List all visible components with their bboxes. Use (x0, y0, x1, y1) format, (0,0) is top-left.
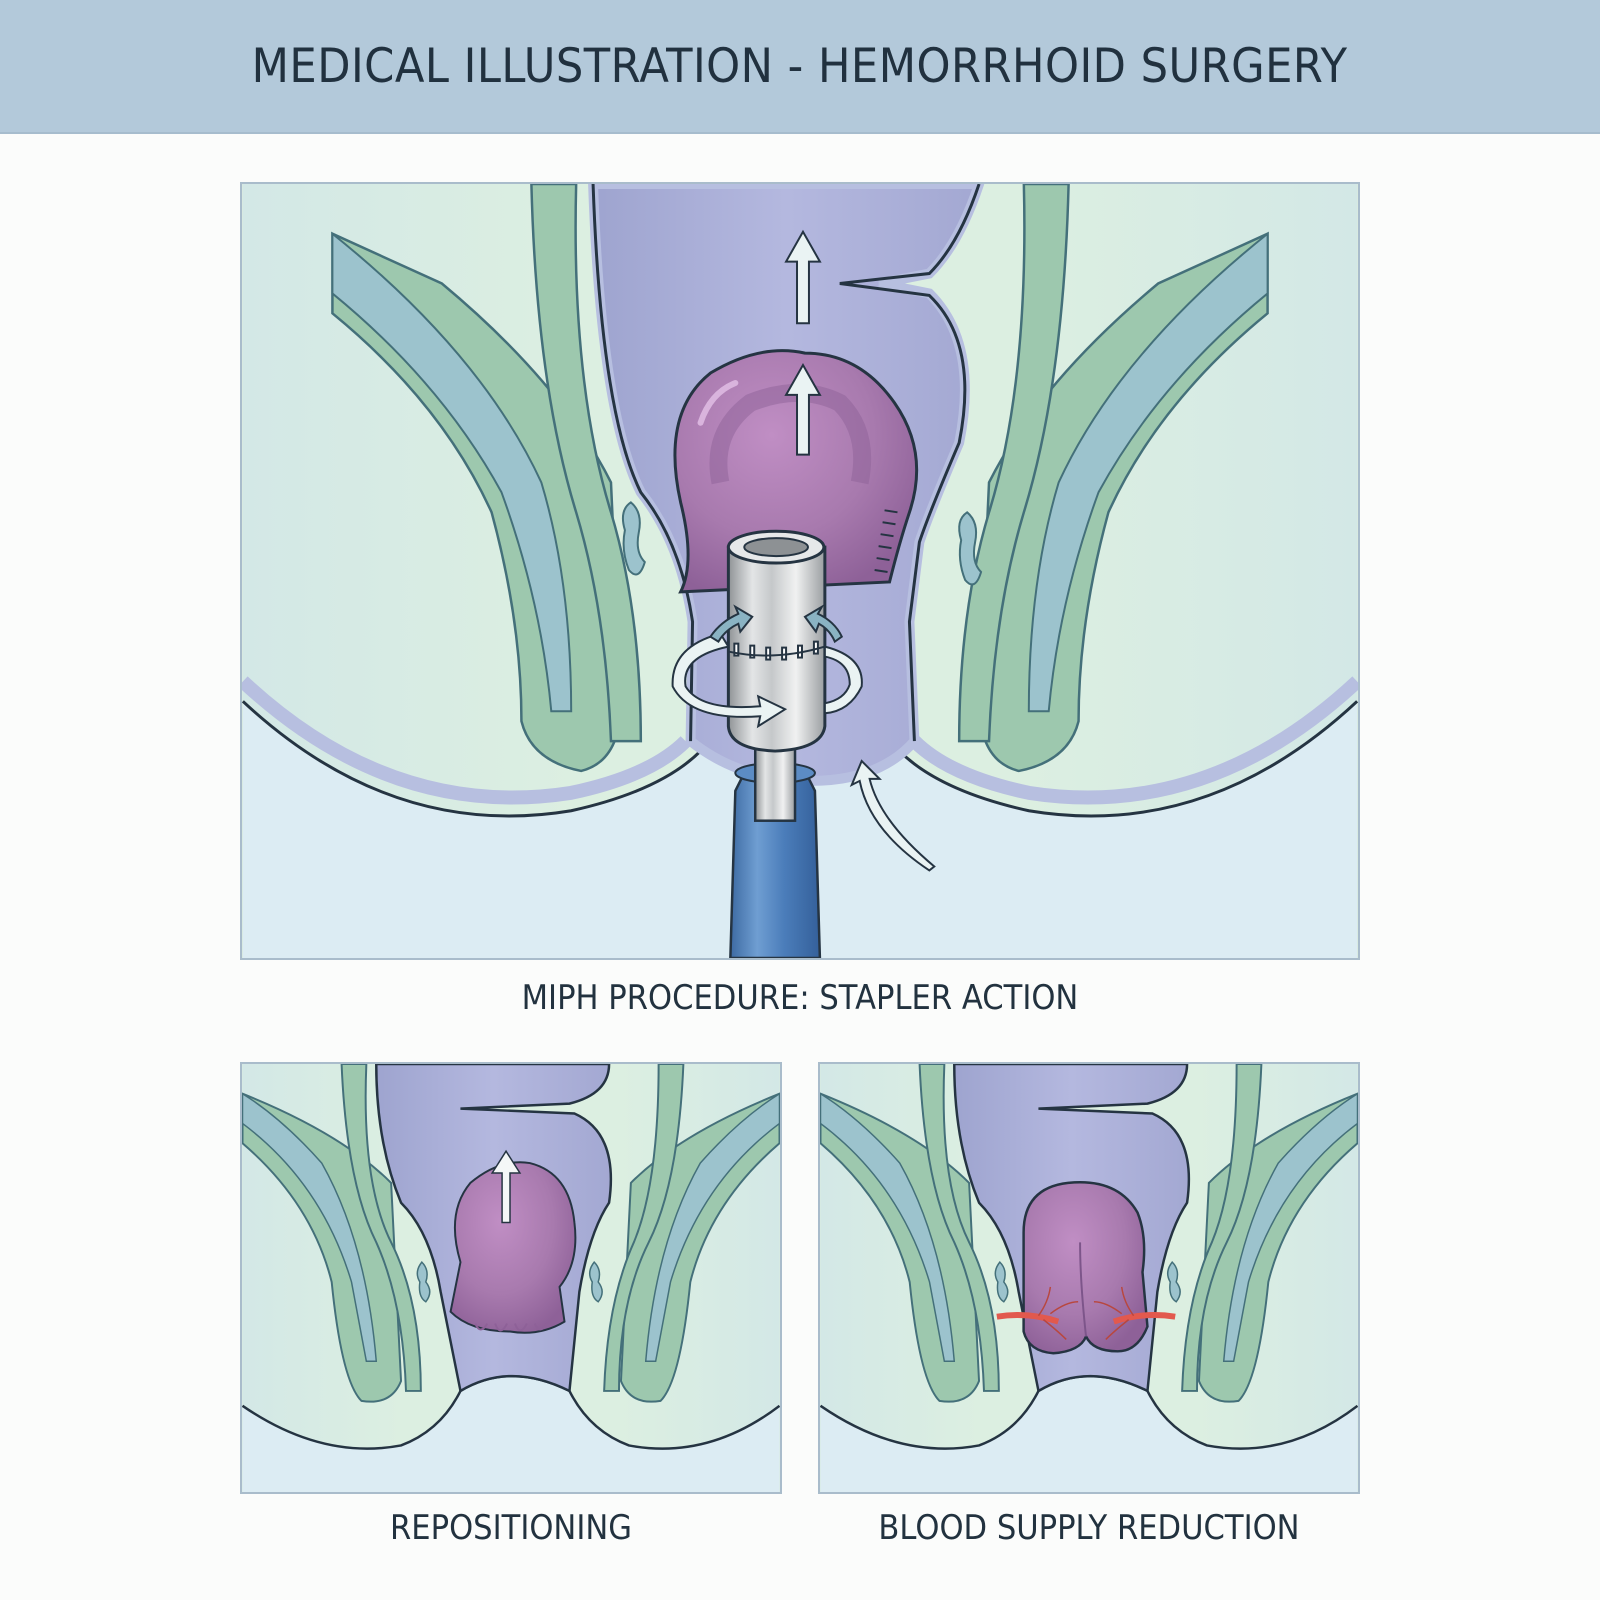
anal-gland-right (958, 511, 983, 586)
arrow-up-icon (784, 363, 822, 456)
ligament-left (331, 231, 573, 713)
panel-repositioning (240, 1062, 782, 1494)
internal-sphincter-right (1181, 1064, 1263, 1392)
anal-gland-left (994, 1261, 1009, 1303)
hemorrhoid-highlight (697, 379, 739, 426)
hemorrhoid-tissue (449, 1161, 577, 1334)
caption-blood-supply-reduction: BLOOD SUPPLY REDUCTION (878, 1508, 1300, 1548)
panel-stapler-action (240, 182, 1360, 960)
blood-vessel-right (1093, 1286, 1176, 1340)
stapler-action-illustration (242, 184, 1358, 958)
ligament-left (242, 1092, 378, 1362)
anal-gland-right (588, 1261, 603, 1303)
tissue-folds (474, 1323, 548, 1332)
internal-sphincter-left (918, 1064, 1000, 1392)
arrow-up-icon (784, 229, 822, 325)
ligament-right (1027, 231, 1269, 713)
arrow-up-icon (490, 1149, 522, 1224)
stapler-device (726, 529, 827, 958)
stapler-head (726, 545, 827, 753)
lumen-wall-left (591, 184, 695, 742)
panel-blood-supply-reduction (818, 1062, 1360, 1494)
skin-surface (242, 1376, 780, 1492)
lumen-wall-right (839, 184, 981, 742)
curved-arrow-icon (849, 759, 936, 872)
internal-sphincter-left (340, 1064, 422, 1392)
anal-gland-left (416, 1261, 431, 1303)
repositioning-illustration (242, 1064, 780, 1492)
internal-sphincter-right (603, 1064, 685, 1392)
anal-gland-left (621, 501, 646, 576)
page-title: MEDICAL ILLUSTRATION - HEMORRHOID SURGER… (252, 38, 1348, 94)
ligament-right (1222, 1092, 1358, 1362)
caption-repositioning: REPOSITIONING (390, 1508, 632, 1548)
hemorrhoid-cleft (1079, 1242, 1088, 1337)
skin-layer-right (909, 676, 1358, 805)
blood-supply-illustration (820, 1064, 1358, 1492)
header-banner: MEDICAL ILLUSTRATION - HEMORRHOID SURGER… (0, 0, 1600, 134)
skin-outline-left (242, 700, 702, 818)
rotation-arrow-icon (671, 604, 863, 729)
stapler-shaft (753, 739, 797, 822)
skin-layer-left (242, 676, 691, 805)
caption-stapler-action: MIPH PROCEDURE: STAPLER ACTION (521, 978, 1079, 1018)
staple-line-icon (874, 509, 898, 573)
skin-surface (820, 1376, 1358, 1492)
internal-sphincter-right (957, 184, 1070, 743)
skin-outline-right (898, 700, 1358, 818)
internal-sphincter-left (530, 184, 643, 743)
ligament-left (820, 1092, 956, 1362)
anal-gland-right (1166, 1261, 1181, 1303)
blood-vessel-left (996, 1286, 1079, 1340)
ligament-right (644, 1092, 780, 1362)
